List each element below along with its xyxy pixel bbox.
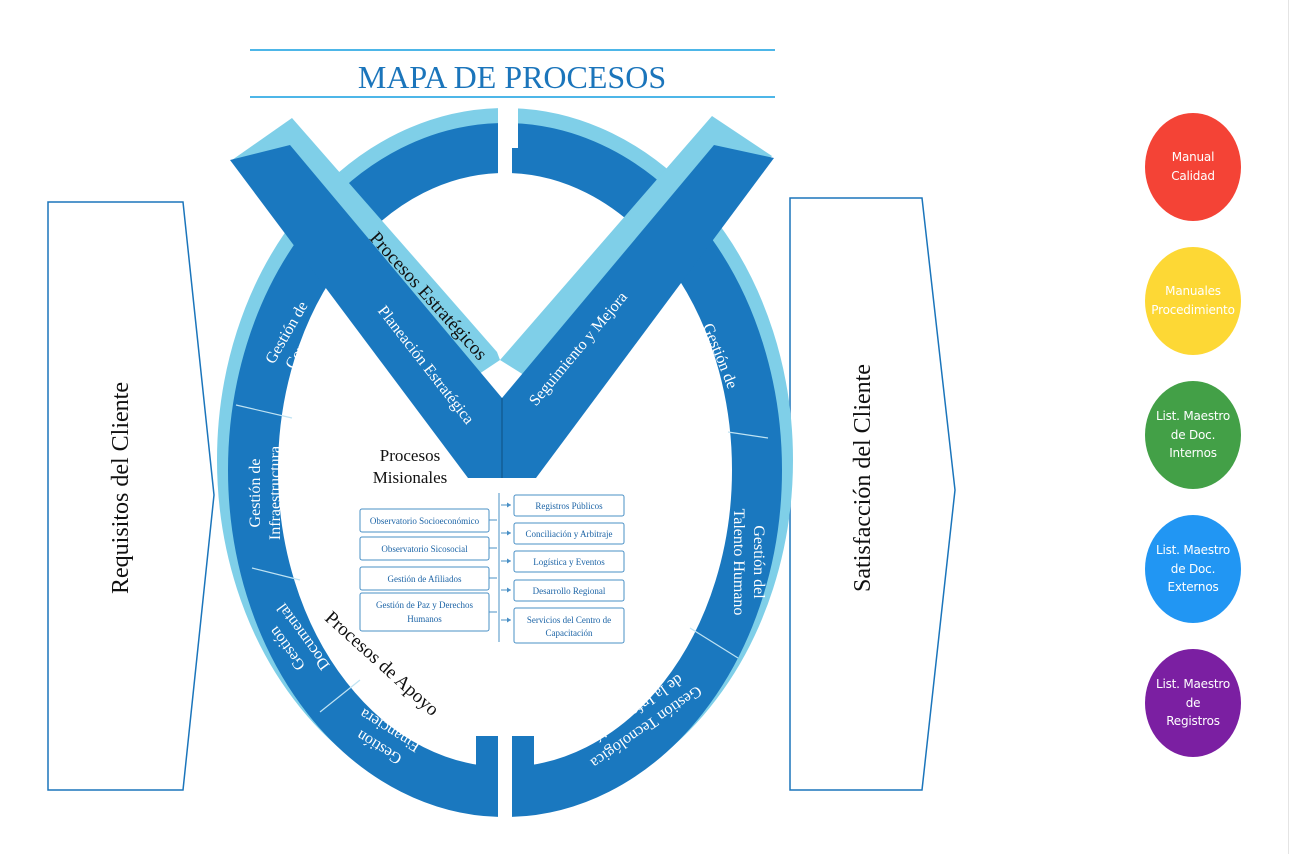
misional-box-label: Humanos bbox=[407, 614, 442, 624]
misional-box-label: Observatorio Socioeconómico bbox=[370, 516, 480, 526]
misional-box-label: Gestión de Afiliados bbox=[388, 574, 462, 584]
support-ring bbox=[217, 108, 793, 817]
misional-box-label: Gestión de Paz y Derechos bbox=[376, 600, 473, 610]
misional-box[interactable]: Gestión de Afiliados bbox=[359, 566, 497, 591]
misional-box[interactable]: Desarrollo Regional bbox=[501, 579, 625, 602]
client-requirements-arrow bbox=[47, 201, 215, 791]
infraestructura-label-line1: Gestión de bbox=[247, 459, 264, 528]
page-edge-line bbox=[1288, 0, 1289, 854]
misional-box[interactable]: Registros Públicos bbox=[501, 494, 625, 517]
misionales-left-boxes: Observatorio Socioeconómico Observatorio… bbox=[359, 508, 497, 632]
misional-box[interactable]: Observatorio Socioeconómico bbox=[359, 508, 497, 533]
misional-box-label: Logística y Eventos bbox=[533, 557, 605, 567]
misionales-right-boxes: Registros Públicos Conciliación y Arbitr… bbox=[501, 494, 625, 644]
misionales-title-line2: Misionales bbox=[373, 468, 448, 487]
client-requirements-label: Requisitos del Cliente bbox=[108, 382, 134, 594]
client-satisfaction-arrow bbox=[789, 197, 956, 791]
list-maestro-doc-internos-button[interactable]: List. Maestro de Doc. Internos bbox=[1145, 381, 1241, 489]
misional-box[interactable]: Conciliación y Arbitraje bbox=[501, 522, 625, 545]
manuales-procedimiento-button[interactable]: Manuales Procedimiento bbox=[1145, 247, 1241, 355]
manual-calidad-button[interactable]: Manual Calidad bbox=[1145, 113, 1241, 221]
page-title: MAPA DE PROCESOS bbox=[358, 59, 666, 95]
misional-box[interactable]: Logística y Eventos bbox=[501, 550, 625, 573]
list-maestro-registros-button[interactable]: List. Maestro de Registros bbox=[1145, 649, 1241, 757]
misional-box[interactable]: Observatorio Sicosocial bbox=[359, 536, 497, 561]
talento-label-line2: Talento Humano bbox=[730, 509, 747, 616]
infraestructura-label: Gestión de Infraestructura bbox=[247, 446, 284, 540]
misional-box-label: Conciliación y Arbitraje bbox=[526, 529, 613, 539]
client-satisfaction-label: Satisfacción del Cliente bbox=[850, 364, 876, 592]
infraestructura-label-line2: Infraestructura bbox=[267, 446, 284, 540]
list-maestro-doc-externos-button[interactable]: List. Maestro de Doc. Externos bbox=[1145, 515, 1241, 623]
top-gap bbox=[498, 100, 518, 148]
misional-box-label: Registros Públicos bbox=[535, 501, 603, 511]
strategic-v-shape bbox=[230, 116, 774, 478]
misional-box[interactable]: Servicios del Centro de Capacitación bbox=[501, 607, 625, 644]
misional-box-label: Servicios del Centro de bbox=[527, 615, 611, 625]
misional-box-label: Capacitación bbox=[546, 628, 593, 638]
misionales-title-line1: Procesos bbox=[380, 446, 440, 465]
misional-box-label: Observatorio Sicosocial bbox=[381, 544, 468, 554]
talento-label-line1: Gestión del bbox=[750, 525, 767, 599]
talento-label: Gestión del Talento Humano bbox=[730, 509, 767, 616]
misional-box[interactable]: Gestión de Paz y Derechos Humanos bbox=[359, 592, 497, 632]
misional-box-label: Desarrollo Regional bbox=[533, 586, 606, 596]
